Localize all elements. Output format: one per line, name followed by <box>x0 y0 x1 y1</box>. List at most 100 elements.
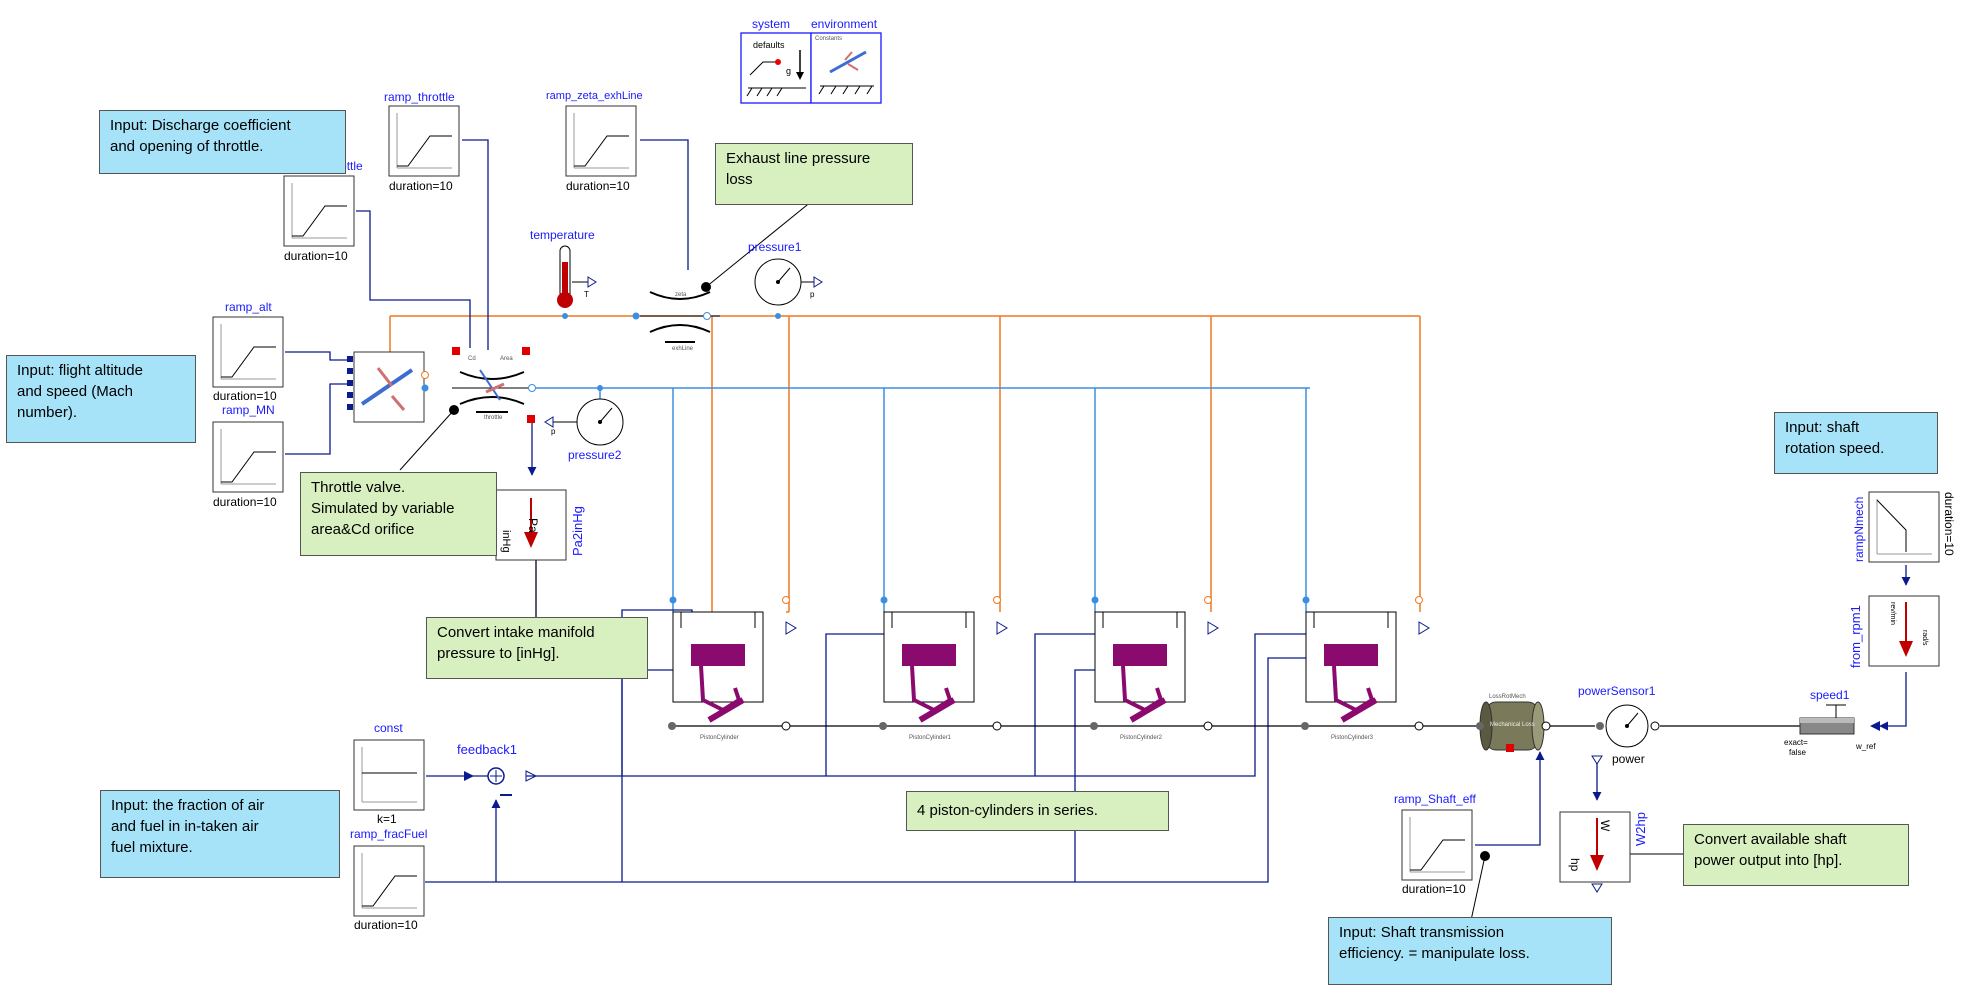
w2hp-in-text: W <box>1598 820 1612 832</box>
pa2inhg-block[interactable] <box>495 489 567 561</box>
temperature-label: temperature <box>530 228 595 242</box>
const-block[interactable] <box>353 739 425 811</box>
note-pistons: 4 piston-cylinders in series. <box>906 791 1169 831</box>
speed1-exact-text: exact= <box>1784 738 1808 747</box>
power-text: power <box>1612 752 1645 766</box>
cylinder-0-label: PistonCylinder <box>700 735 739 741</box>
throttle-cd-text: Cd <box>468 356 476 362</box>
ramp-shaft-eff-duration: duration=10 <box>1402 882 1466 896</box>
system-label: system <box>752 17 791 31</box>
ramp-zeta-exhline-duration: duration=10 <box>566 179 630 193</box>
exhaust-name-text: exhLine <box>672 346 694 352</box>
powersensor1-label: powerSensor1 <box>1578 684 1656 698</box>
ramp-shaft-eff-block[interactable] <box>1401 809 1473 881</box>
feedback1-block[interactable] <box>464 767 538 796</box>
note-line: Throttle valve. <box>311 479 406 496</box>
ramp-throttle-duration: duration=10 <box>389 179 453 193</box>
note-line: Simulated by variable <box>311 500 455 517</box>
ramp-fracfuel-label: ramp_fracFuel <box>350 827 428 841</box>
pressure1-port-text: p <box>810 290 815 299</box>
note-line: Input: Shaft transmission <box>1339 924 1505 941</box>
speed1-block[interactable] <box>1799 704 1880 735</box>
ramp-zeta-exhline-label: ramp_zeta_exhLine <box>546 90 643 102</box>
note-line: power output into [hp]. <box>1694 852 1843 869</box>
exhaust-line-orifice[interactable] <box>632 291 721 343</box>
ramp-cd-throttle-block[interactable] <box>283 175 355 247</box>
pressure2-gauge[interactable] <box>544 385 624 446</box>
ramp-throttle-block[interactable] <box>388 105 460 177</box>
ramp-fracfuel-block[interactable] <box>353 845 425 917</box>
ramp-alt-block[interactable] <box>212 316 284 388</box>
piston-cylinder-2[interactable] <box>1091 596 1219 723</box>
throttle-valve[interactable] <box>452 347 536 423</box>
feedback1-label: feedback1 <box>457 742 517 757</box>
pa2inhg-in-text: Pa <box>526 518 540 533</box>
ramp-cd-throttle-duration: duration=10 <box>284 249 348 263</box>
note-line: loss <box>726 171 753 188</box>
note-line: efficiency. = manipulate loss. <box>1339 945 1530 962</box>
note-shaft-eff: Input: Shaft transmission efficiency. = … <box>1328 917 1612 985</box>
cylinder-3-label: PistonCylinder3 <box>1331 735 1374 741</box>
note-flight-input: Input: flight altitude and speed (Mach n… <box>6 355 196 443</box>
pressure1-label: pressure1 <box>748 240 802 254</box>
from-rpm1-in-text: rev/min <box>1889 602 1896 625</box>
piston-cylinder-3[interactable] <box>1302 596 1430 723</box>
note-line: pressure to [inHg]. <box>437 645 560 662</box>
pa2inhg-out-text: inHg <box>500 530 512 553</box>
note-line: Input: flight altitude <box>17 362 143 379</box>
note-line: number). <box>17 404 78 421</box>
mechanical-loss-text: Mechanical Loss <box>1490 722 1535 728</box>
ramp-zeta-exhline-block[interactable] <box>565 105 637 177</box>
speed1-label: speed1 <box>1810 688 1850 702</box>
piston-cylinder-1[interactable] <box>880 596 1008 723</box>
cylinder-1-label: PistonCylinder1 <box>909 735 952 741</box>
pressure2-port-text: p <box>551 427 556 436</box>
note-line: Exhaust line pressure <box>726 150 871 167</box>
ramp-mn-label: ramp_MN <box>222 403 275 417</box>
note-power-convert: Convert available shaft power output int… <box>1683 824 1909 886</box>
note-shaft-speed: Input: shaft rotation speed. <box>1774 412 1938 474</box>
ramp-throttle-label: ramp_throttle <box>384 90 455 104</box>
ramp-mn-block[interactable] <box>212 421 284 493</box>
w2hp-label: W2hp <box>1633 812 1648 846</box>
rampnmech-label: rampNmech <box>1852 496 1866 562</box>
mechanical-loss-top-text: LossRotMech <box>1489 694 1526 700</box>
pressure1-gauge[interactable] <box>754 258 823 319</box>
environment-block[interactable] <box>810 32 882 104</box>
const-k-text: k=1 <box>377 812 397 826</box>
flight-condition-block[interactable] <box>347 351 429 423</box>
const-label: const <box>374 721 403 735</box>
ramp-alt-duration: duration=10 <box>213 389 277 403</box>
system-g-text: g <box>786 66 792 76</box>
note-fraction-input: Input: the fraction of air and fuel in i… <box>100 790 340 878</box>
piston-cylinder-0[interactable] <box>669 596 797 723</box>
note-line: and fuel in in-taken air <box>111 818 259 835</box>
temperature-port-text: T <box>584 290 589 299</box>
note-intake-convert: Convert intake manifold pressure to [inH… <box>426 617 648 679</box>
note-line: and opening of throttle. <box>110 138 264 155</box>
note-line: fuel mixture. <box>111 839 193 856</box>
exhaust-zeta-text: zeta <box>675 292 687 298</box>
temperature-sensor[interactable] <box>557 245 597 319</box>
from-rpm1-label: from_rpm1 <box>1848 605 1863 668</box>
note-line: Input: Discharge coefficient <box>110 117 291 134</box>
rampnmech-duration: duration=10 <box>1942 492 1956 556</box>
cylinder-2-label: PistonCylinder2 <box>1120 735 1163 741</box>
system-defaults-text: defaults <box>753 40 785 50</box>
system-block[interactable] <box>740 32 812 104</box>
pa2inhg-label: Pa2inHg <box>570 506 585 556</box>
pressure2-label: pressure2 <box>568 448 622 462</box>
ramp-shaft-eff-label: ramp_Shaft_eff <box>1394 792 1476 806</box>
mechanical-loss-block[interactable] <box>1476 701 1551 752</box>
speed1-false-text: false <box>1789 748 1806 757</box>
power-sensor[interactable] <box>1591 704 1660 765</box>
w2hp-block[interactable] <box>1559 811 1631 893</box>
ramp-alt-label: ramp_alt <box>225 300 272 314</box>
note-line: 4 piston-cylinders in series. <box>917 802 1098 819</box>
note-throttle-valve: Throttle valve. Simulated by variable ar… <box>300 472 497 556</box>
ramp-nmech-block[interactable] <box>1868 491 1940 563</box>
piston-cylinders <box>669 596 1430 723</box>
speed1-wref-text: w_ref <box>1856 742 1876 751</box>
from-rpm1-block[interactable] <box>1868 595 1940 667</box>
throttle-name-text: throttle <box>484 415 503 421</box>
